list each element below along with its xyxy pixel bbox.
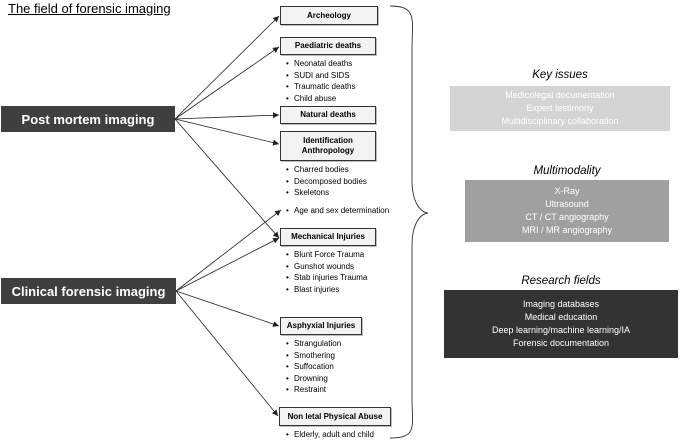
arrow-clinical-mechanical xyxy=(175,237,280,292)
paediatric-items: Neonatal deaths SUDI and SIDS Traumatic … xyxy=(286,58,356,104)
post-mortem-imaging-box: Post mortem imaging xyxy=(1,106,175,132)
arrow-postmortem-mechanical xyxy=(174,118,280,239)
list-item: Elderly, adult and child xyxy=(286,429,374,441)
diagram-title: The field of forensic imaging xyxy=(8,1,171,16)
nonletal-items: Elderly, adult and child xyxy=(286,429,374,441)
multimodality-title: Multimodality xyxy=(533,165,601,177)
list-item: Ultrasound xyxy=(545,199,589,209)
list-item: MRI / MR angiography xyxy=(521,225,613,235)
category-non-letal-physical-abuse: Non letal Physical Abuse xyxy=(279,407,391,426)
research-fields-panel: Imaging databases Medical education Deep… xyxy=(444,290,678,358)
category-identification-anthropology: Identification Anthropology xyxy=(280,131,376,161)
list-item: Smothering xyxy=(286,350,341,362)
list-item: Skeletons xyxy=(286,187,389,199)
identification-items: Charred bodies Decomposed bodies Skeleto… xyxy=(286,164,389,216)
clinical-forensic-imaging-box: Clinical forensic imaging xyxy=(1,278,176,304)
list-item: Multidisciplinary collaboration xyxy=(501,116,619,126)
category-asphyxial-injuries: Asphyxial Injuries xyxy=(280,317,362,335)
list-item: Neonatal deaths xyxy=(286,58,356,70)
list-item: Charred bodies xyxy=(286,164,389,176)
list-item: Stab injuries Trauma xyxy=(286,272,367,284)
list-item: Decomposed bodies xyxy=(286,176,389,188)
arrow-postmortem-identification xyxy=(174,118,280,146)
arrow-clinical-asphyxial xyxy=(175,290,280,327)
arrow-postmortem-natural xyxy=(174,112,280,120)
list-item: Restraint xyxy=(286,384,341,396)
asphyxial-items: Strangulation Smothering Suffocation Dro… xyxy=(286,338,341,396)
arrow-postmortem-paediatric xyxy=(174,46,280,120)
list-item: Medicolegal documentation xyxy=(505,90,615,100)
category-paediatric-deaths: Paediatric deaths xyxy=(280,37,376,55)
list-item: X-Ray xyxy=(554,186,580,196)
list-item: Drowning xyxy=(286,373,341,385)
category-natural-deaths: Natural deaths xyxy=(280,106,376,124)
list-item: Strangulation xyxy=(286,338,341,350)
list-item: Deep learning/machine learning/IA xyxy=(491,325,631,335)
mechanical-items: Blunt Force Trauma Gunshot wounds Stab i… xyxy=(286,249,367,295)
list-item: Age and sex determination xyxy=(286,205,389,217)
category-archeology: Archeology xyxy=(280,6,378,25)
list-item: Imaging databases xyxy=(522,299,600,309)
list-item: Blast injuries xyxy=(286,284,367,296)
list-item: Medical education xyxy=(524,312,598,322)
research-fields-title: Research fields xyxy=(521,275,601,287)
list-item: SUDI and SIDS xyxy=(286,70,356,82)
list-item: Traumatic deaths xyxy=(286,81,356,93)
list-item: Child abuse xyxy=(286,93,356,105)
list-item: Gunshot wounds xyxy=(286,261,367,273)
list-item: Suffocation xyxy=(286,361,341,373)
arrow-clinical-agesex xyxy=(175,209,282,292)
arrow-clinical-nonletal xyxy=(175,290,279,417)
list-item: CT / CT angiography xyxy=(525,212,609,222)
key-issues-panel: Medicolegal documentation Expert testimo… xyxy=(450,86,670,131)
category-mechanical-injuries: Mechanical Injuries xyxy=(280,228,376,246)
list-item: Expert testimony xyxy=(526,103,594,113)
grouping-brace xyxy=(389,5,429,439)
multimodality-panel: X-Ray Ultrasound CT / CT angiography MRI… xyxy=(465,180,669,242)
list-item: Forensic documentation xyxy=(512,338,610,348)
arrow-postmortem-archeology xyxy=(174,15,280,120)
list-item: Blunt Force Trauma xyxy=(286,249,367,261)
key-issues-title: Key issues xyxy=(532,69,588,81)
